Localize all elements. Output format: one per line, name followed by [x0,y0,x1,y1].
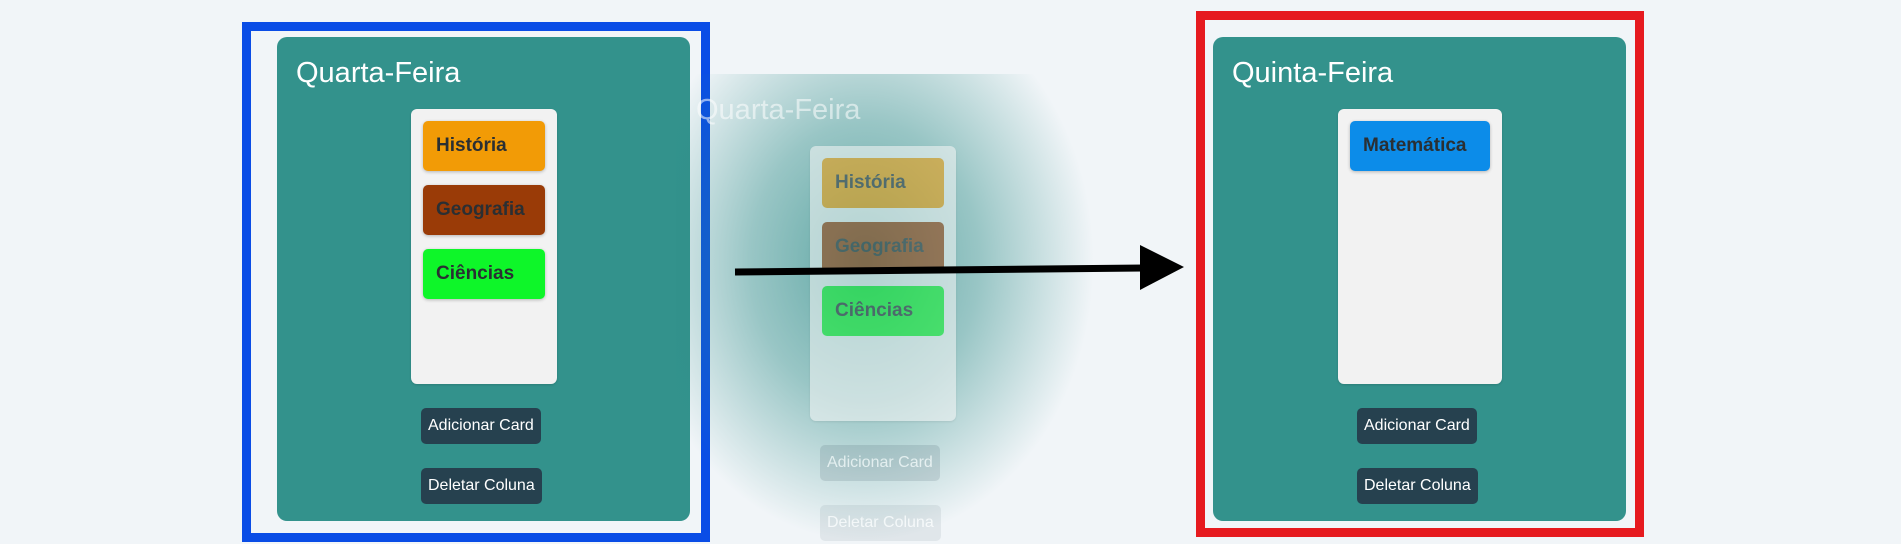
column-quarta-feira: Quarta-Feira História Geografia Ciências… [277,37,690,521]
add-card-button[interactable]: Adicionar Card [1357,408,1477,444]
target-column-highlight [1196,11,1644,537]
drag-preview-card: Geografia [822,222,944,272]
drag-preview-delete-column: Deletar Coluna [820,505,941,541]
drag-preview-add-card: Adicionar Card [820,445,940,481]
card-historia[interactable]: História [423,121,545,171]
column-title: Quarta-Feira [296,57,461,89]
add-card-button[interactable]: Adicionar Card [421,408,541,444]
drag-preview-card: História [822,158,944,208]
drag-preview-card-list: História Geografia Ciências [810,146,956,421]
drag-preview-title: Quarta-Feira [696,94,861,126]
card-geografia[interactable]: Geografia [423,185,545,235]
column-title: Quinta-Feira [1232,57,1394,89]
column-quinta-feira: Quinta-Feira Matemática Adicionar Card D… [1213,37,1626,521]
delete-column-button[interactable]: Deletar Coluna [421,468,542,504]
card-matematica[interactable]: Matemática [1350,121,1490,171]
delete-column-button[interactable]: Deletar Coluna [1357,468,1478,504]
card-list: História Geografia Ciências [411,109,557,384]
drag-preview-card: Ciências [822,286,944,336]
drag-preview: Quarta-Feira História Geografia Ciências… [676,74,1096,544]
card-list: Matemática [1338,109,1502,384]
card-ciencias[interactable]: Ciências [423,249,545,299]
